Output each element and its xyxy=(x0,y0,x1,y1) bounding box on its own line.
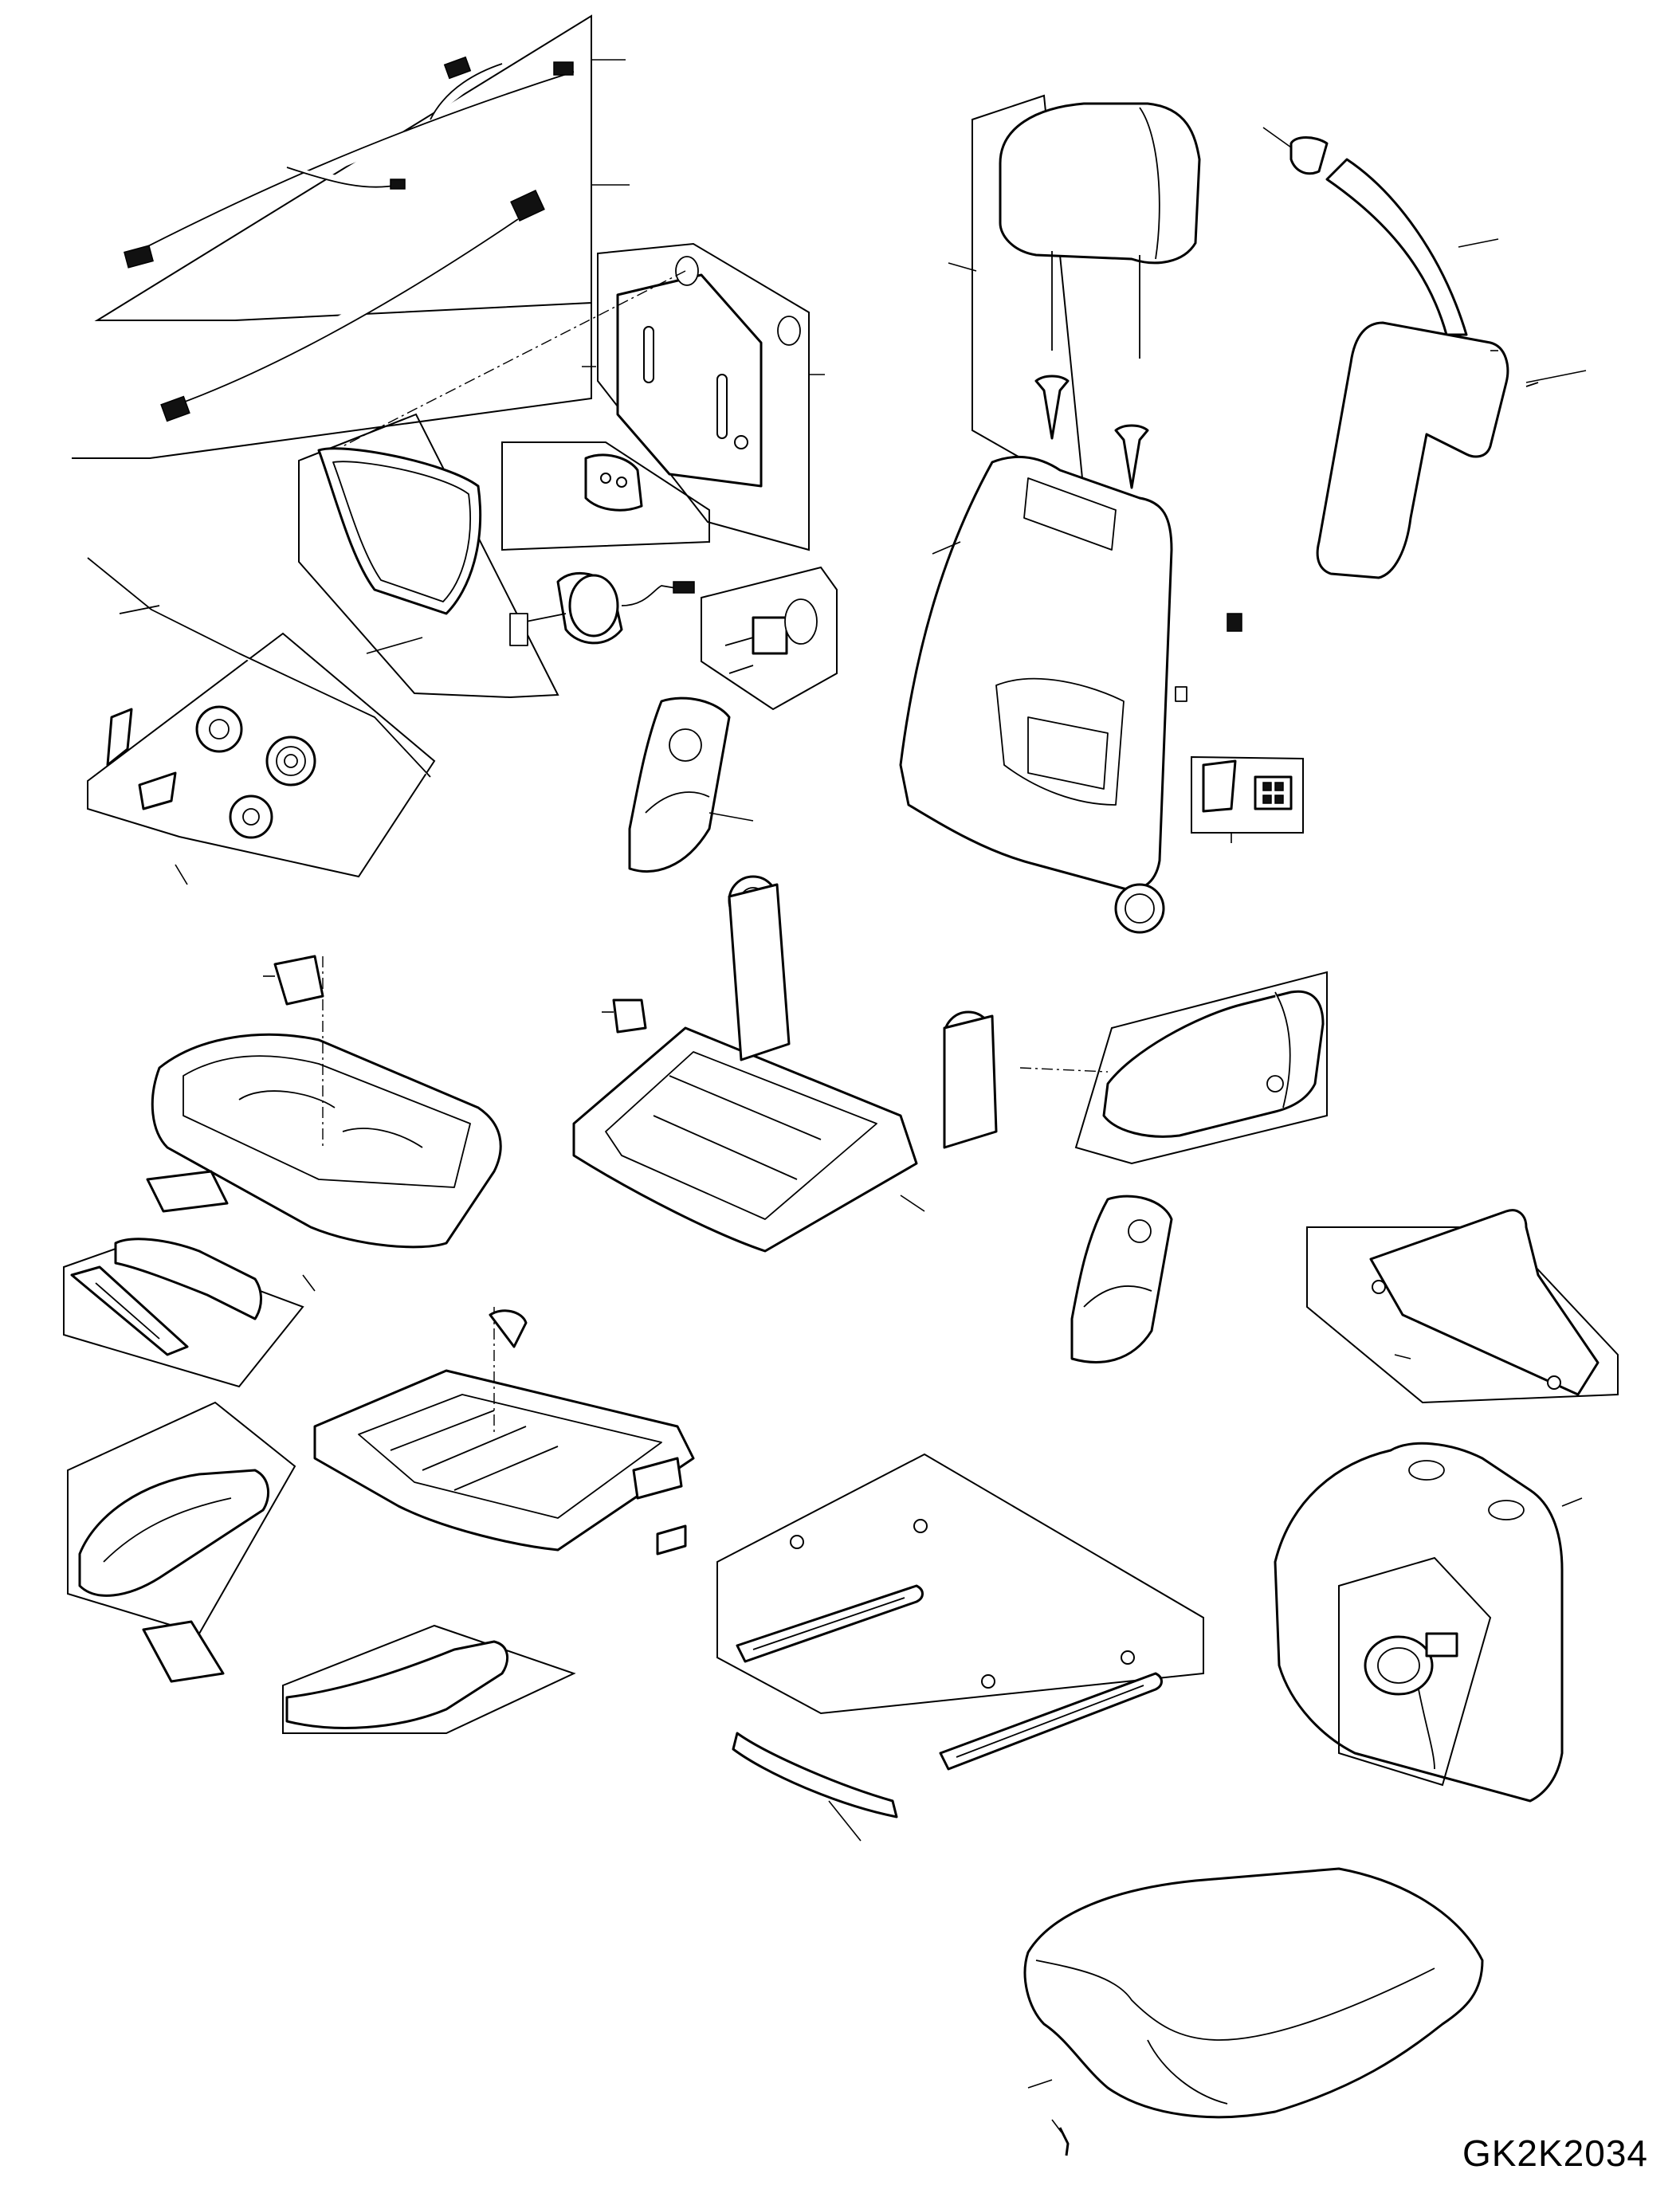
side-cover-left[interactable] xyxy=(628,696,754,873)
switch-panel-group[interactable] xyxy=(1175,613,1304,843)
seat-cushion-group[interactable] xyxy=(1023,1867,1484,2156)
wire-harness-lower-group[interactable] xyxy=(72,145,630,459)
headrest-group[interactable] xyxy=(948,94,1201,496)
drawing-code: GK2K2034 xyxy=(1462,2132,1648,2174)
seat-back-frame-group[interactable] xyxy=(899,455,1173,934)
side-trim-left-group[interactable] xyxy=(67,1401,296,1635)
seat-frame-group[interactable] xyxy=(572,875,998,1253)
back-cushion-group[interactable] xyxy=(1274,1442,1583,1803)
recliner-mechanism-group[interactable] xyxy=(87,557,436,885)
lever-group[interactable] xyxy=(63,1170,316,1388)
wire-harness-upper-group[interactable] xyxy=(94,14,626,321)
cushion-pan-group[interactable] xyxy=(151,955,502,1249)
bottom-pan-group[interactable] xyxy=(313,1307,695,1556)
switch-box-group[interactable] xyxy=(701,566,838,711)
side-trim-front-group[interactable] xyxy=(142,1620,576,1734)
side-cover-right[interactable] xyxy=(1070,1195,1173,1363)
lumbar-frame-group[interactable] xyxy=(298,413,559,699)
base-plate-group[interactable] xyxy=(1306,1209,1619,1404)
switch-box-group[interactable] xyxy=(501,441,710,551)
armrest-bracket-group[interactable] xyxy=(1262,127,1587,579)
armrest-group[interactable] xyxy=(1019,971,1328,1165)
lumbar-motor[interactable] xyxy=(509,571,695,646)
back-plate-group[interactable] xyxy=(342,242,810,551)
slide-rail-group[interactable] xyxy=(716,1453,1204,1842)
